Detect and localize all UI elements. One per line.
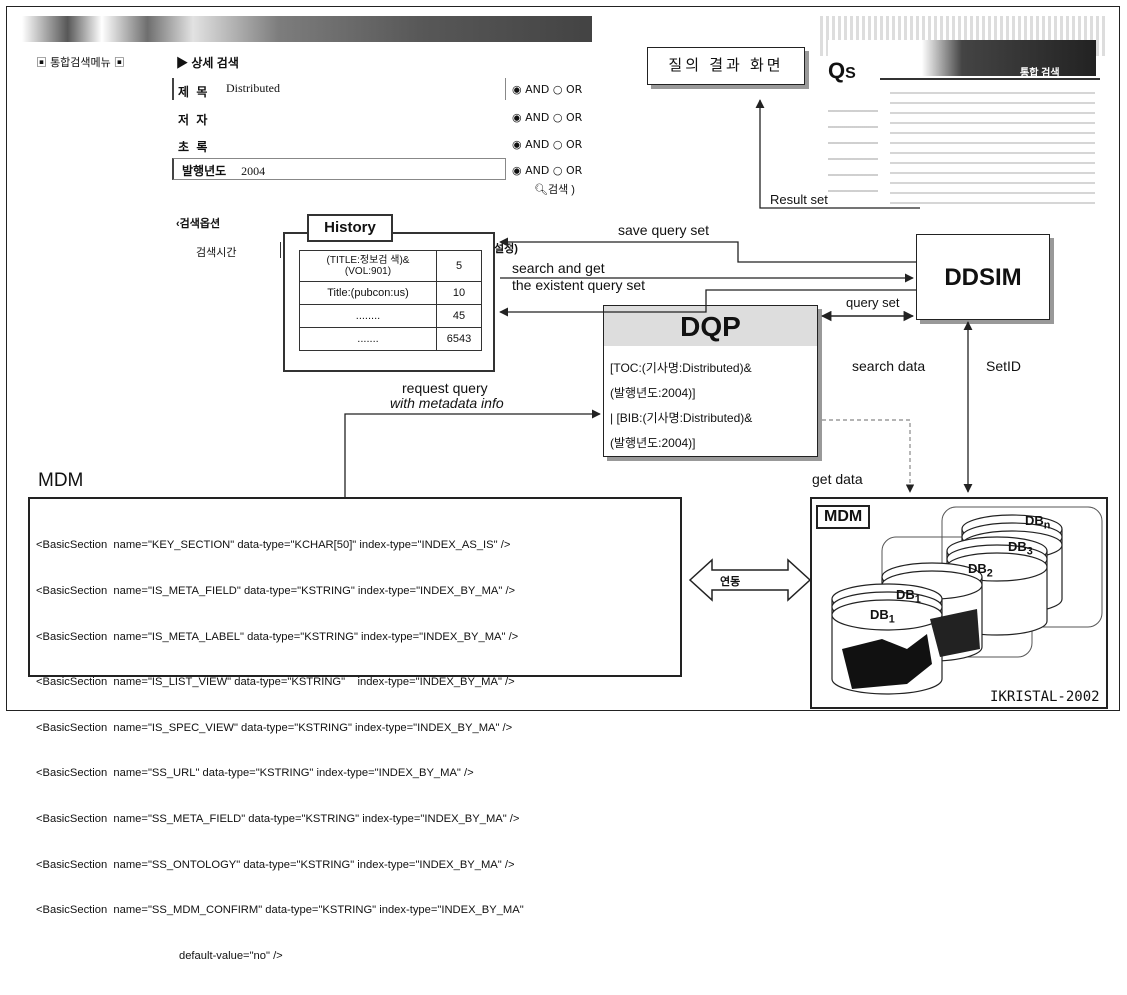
menu-box-icon-2: ▣ — [113, 57, 125, 69]
history-table: (TITLE:정보검 색)& (VOL:901) 5 Title:(pubcon… — [299, 250, 482, 351]
time-field-edge — [280, 242, 285, 258]
history-title-box: History — [307, 214, 393, 242]
setid-label: SetID — [986, 358, 1022, 374]
save-query-set-label: save query set — [618, 222, 710, 238]
ikristal-label: IKRISTAL-2002 — [990, 689, 1100, 705]
dqp-box: DQP [TOC:(기사명:Distributed)& (발행년도:2004)]… — [603, 305, 818, 457]
play-icon: ▶ — [176, 56, 189, 70]
time-label: 검색시간 — [196, 247, 237, 259]
db-label-1b: DB1 — [870, 607, 895, 626]
search-data-label: search data — [852, 358, 926, 374]
year-input[interactable]: 발행년도 2004 — [172, 158, 506, 180]
title-input[interactable]: Distributed — [172, 78, 506, 100]
db-label-n: DBn — [1025, 513, 1051, 532]
result-screen-label-box: 질의 결과 화면 — [647, 47, 805, 85]
link-label: 연동 — [720, 576, 741, 588]
search-data-arrow — [822, 419, 915, 493]
table-row[interactable]: ........ 45 — [299, 304, 482, 328]
mdm-left-title: MDM — [38, 470, 84, 491]
menu-box-icon: ▣ — [36, 57, 47, 69]
search-button[interactable]: 🔍︎검색 ) — [534, 184, 575, 196]
query-set-label: query set — [846, 295, 900, 310]
connector-layer — [344, 99, 973, 602]
and-or-year[interactable]: ◉ AND ○ OR — [512, 164, 583, 177]
db-label-2: DB2 — [968, 561, 993, 580]
section-title: ▶ 상세 검색 — [176, 56, 239, 70]
request-query-arrow — [344, 409, 601, 497]
db-cylinders — [831, 506, 1103, 695]
link-double-arrow — [688, 558, 812, 602]
ddsim-box: DDSIM — [916, 234, 1050, 320]
search-get-label-1: search and get — [512, 260, 605, 276]
and-or-author[interactable]: ◉ AND ○ OR — [512, 111, 583, 124]
request-query-label: request query — [402, 380, 488, 396]
save-query-set-arrow — [499, 237, 916, 263]
menu-link[interactable]: ▣ 통합검색메뉴 ▣ — [36, 57, 125, 69]
row-label-abstract: 초 록 — [178, 140, 210, 154]
result-set-label: Result set — [770, 192, 828, 207]
table-row[interactable]: (TITLE:정보검 색)& (VOL:901) 5 — [299, 250, 482, 282]
mdm-db-box: MDM DBn DB3 DB2 DB1 DB1 IKRISTAL-2002 — [810, 497, 1108, 709]
logo-icon: QS — [828, 58, 856, 83]
with-metadata-label: with metadata info — [390, 395, 504, 411]
header-banner — [22, 16, 592, 42]
figure-frame — [6, 6, 1120, 711]
row-label-author: 저 자 — [178, 113, 210, 127]
table-row[interactable]: ....... 6543 — [299, 327, 482, 351]
magnifier-icon: 🔍︎ — [534, 184, 548, 196]
search-get-label-2: the existent query set — [512, 277, 646, 293]
db-label-3: DB3 — [1008, 539, 1033, 558]
and-or-title[interactable]: ◉ AND ○ OR — [512, 83, 583, 96]
get-data-label: get data — [812, 471, 863, 487]
chevron-icon: ‹ — [176, 218, 180, 230]
options-title: ‹검색옵션 — [176, 218, 221, 230]
db-label-1: DB1 — [896, 587, 921, 606]
search-get-arrow-left — [499, 289, 916, 317]
row-label-title: 제 목 — [178, 85, 210, 99]
result-screenshot: QS 통합 검색 — [820, 16, 1105, 216]
dqp-query: [TOC:(기사명:Distributed)& (발행년도:2004)] | [… — [610, 361, 753, 450]
result-set-arrow — [755, 99, 920, 209]
and-or-abstract[interactable]: ◉ AND ○ OR — [512, 138, 583, 151]
